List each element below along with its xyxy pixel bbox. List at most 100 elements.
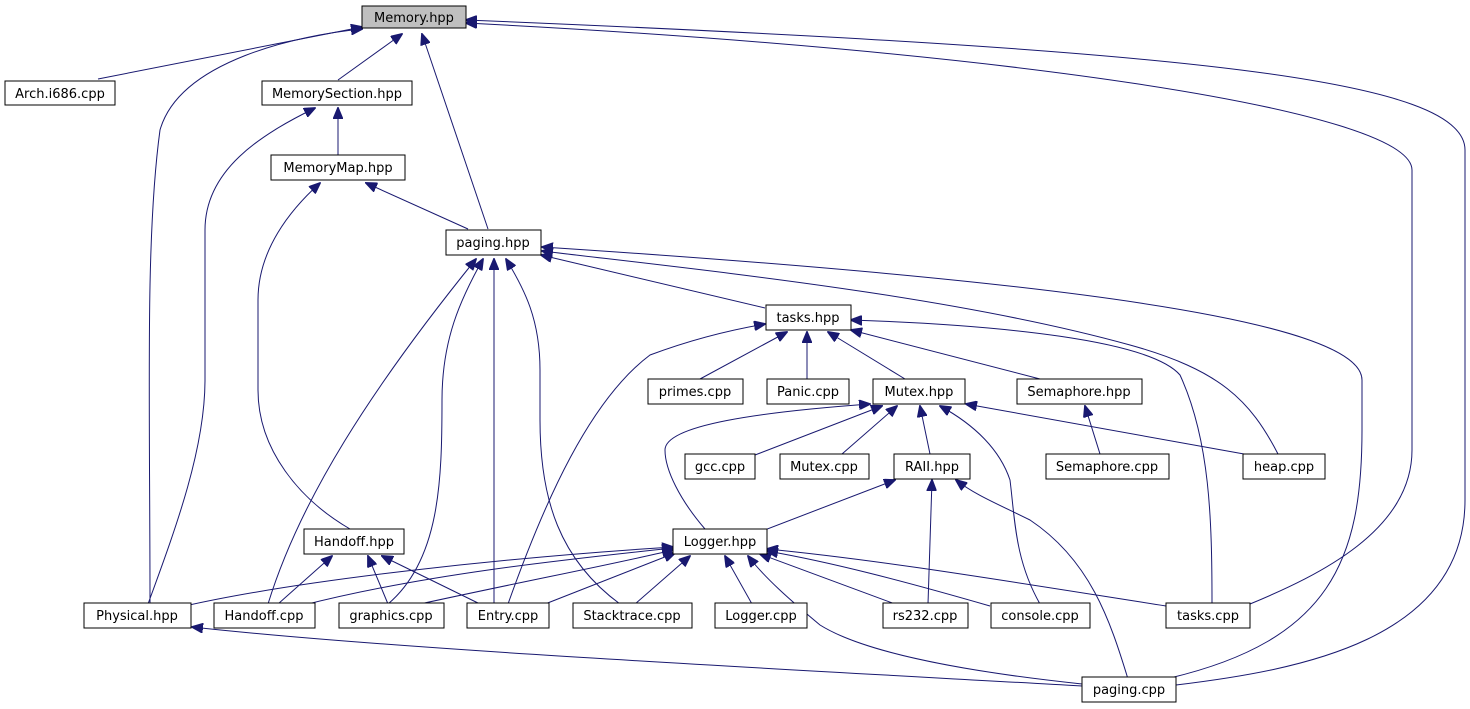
node-memorymap-hpp[interactable]: MemoryMap.hpp bbox=[270, 154, 406, 181]
edge-taskscpp-to-taskshpp bbox=[851, 320, 1213, 605]
edge-stacktrace-to-paginghpp bbox=[506, 259, 621, 605]
edge-pagingcpp-to-physical bbox=[192, 627, 1083, 687]
svg-text:graphics.cpp: graphics.cpp bbox=[349, 609, 432, 624]
node-heap-cpp[interactable]: heap.cpp bbox=[1242, 453, 1326, 480]
svg-text:heap.cpp: heap.cpp bbox=[1254, 460, 1314, 475]
node-gcc-cpp[interactable]: gcc.cpp bbox=[684, 453, 756, 480]
edge-pagingcpp-to-paginghpp bbox=[542, 247, 1363, 679]
svg-text:rs232.cpp: rs232.cpp bbox=[893, 609, 958, 624]
edge-entrycpp-to-handoffhpp bbox=[382, 556, 481, 605]
svg-text:paging.hpp: paging.hpp bbox=[456, 236, 529, 251]
svg-text:Stacktrace.cpp: Stacktrace.cpp bbox=[583, 609, 680, 624]
node-tasks-cpp[interactable]: tasks.cpp bbox=[1165, 602, 1251, 629]
edge-pagingcpp-to-raii bbox=[956, 480, 1129, 680]
svg-text:tasks.hpp: tasks.hpp bbox=[776, 311, 839, 326]
node-semaphore-cpp[interactable]: Semaphore.cpp bbox=[1045, 453, 1170, 480]
edge-pagingcpp-to-loggerhpp bbox=[748, 556, 1083, 685]
edge-taskscpp-to-memory bbox=[466, 23, 1413, 605]
svg-text:Logger.hpp: Logger.hpp bbox=[684, 535, 757, 550]
svg-text:RAII.hpp: RAII.hpp bbox=[905, 460, 959, 475]
edge-entrycpp-to-taskshpp bbox=[507, 324, 765, 605]
svg-text:Semaphore.cpp: Semaphore.cpp bbox=[1056, 460, 1158, 475]
svg-text:Memory.hpp: Memory.hpp bbox=[374, 11, 454, 26]
edge-graphicscpp-to-handoffhpp bbox=[368, 556, 389, 605]
edge-entrycpp-to-loggerhpp bbox=[539, 553, 675, 607]
edge-loggerhpp-to-mutexhpp bbox=[664, 404, 870, 530]
edge-physical-to-memorysection bbox=[147, 108, 315, 605]
svg-text:console.cpp: console.cpp bbox=[1001, 609, 1078, 624]
edge-physical-to-loggerhpp bbox=[184, 547, 673, 607]
svg-text:Mutex.hpp: Mutex.hpp bbox=[885, 385, 954, 400]
node-console-cpp[interactable]: console.cpp bbox=[990, 602, 1091, 629]
node-handoff-hpp[interactable]: Handoff.hpp bbox=[303, 528, 405, 555]
edges bbox=[97, 20, 1466, 687]
edge-handoffcpp-to-handoffhpp bbox=[277, 556, 332, 605]
edge-stacktrace-to-loggerhpp bbox=[634, 556, 690, 605]
svg-text:MemoryMap.hpp: MemoryMap.hpp bbox=[283, 161, 392, 176]
edge-arch-to-memory bbox=[97, 27, 362, 80]
node-memorysection-hpp[interactable]: MemorySection.hpp bbox=[261, 80, 413, 106]
node-raii-hpp[interactable]: RAII.hpp bbox=[893, 453, 971, 480]
edge-taskshpp-to-paginghpp bbox=[541, 255, 766, 309]
edge-physical-to-memory bbox=[148, 29, 362, 605]
node-paging-hpp[interactable]: paging.hpp bbox=[445, 229, 542, 256]
svg-text:Semaphore.hpp: Semaphore.hpp bbox=[1027, 385, 1130, 400]
node-paging-cpp[interactable]: paging.cpp bbox=[1081, 676, 1177, 703]
node-panic-cpp[interactable]: Panic.cpp bbox=[766, 378, 850, 405]
edge-loggerhpp-to-raii bbox=[761, 480, 895, 532]
node-memory-hpp[interactable]: Memory.hpp bbox=[361, 5, 467, 29]
node-arch-i686-cpp[interactable]: Arch.i686.cpp bbox=[4, 80, 116, 106]
edge-consolecpp-to-mutexhpp bbox=[940, 406, 1041, 605]
node-primes-cpp[interactable]: primes.cpp bbox=[647, 378, 744, 405]
svg-text:Mutex.cpp: Mutex.cpp bbox=[790, 460, 858, 475]
edge-semaphorehpp-to-taskshpp bbox=[851, 330, 1041, 380]
edge-loggercpp-to-loggerhpp bbox=[725, 556, 753, 605]
node-mutex-cpp[interactable]: Mutex.cpp bbox=[779, 453, 870, 480]
edge-gcc-to-mutexhpp bbox=[754, 406, 882, 456]
edge-handoffcpp-to-loggerhpp bbox=[299, 548, 673, 607]
edge-semaphorecpp-to-semaphorehpp bbox=[1085, 406, 1101, 455]
edge-graphicscpp-to-paginghpp bbox=[387, 259, 483, 605]
node-logger-cpp[interactable]: Logger.cpp bbox=[714, 602, 808, 629]
node-graphics-cpp[interactable]: graphics.cpp bbox=[338, 602, 445, 629]
svg-text:Arch.i686.cpp: Arch.i686.cpp bbox=[15, 87, 105, 102]
node-tasks-hpp[interactable]: tasks.hpp bbox=[765, 304, 852, 331]
node-rs232-cpp[interactable]: rs232.cpp bbox=[882, 602, 969, 629]
svg-text:Handoff.hpp: Handoff.hpp bbox=[314, 535, 394, 550]
edge-paginghpp-to-memorymap bbox=[366, 183, 469, 230]
node-physical-hpp[interactable]: Physical.hpp bbox=[83, 602, 192, 629]
node-stacktrace-cpp[interactable]: Stacktrace.cpp bbox=[572, 602, 693, 629]
edge-taskscpp-to-loggerhpp bbox=[767, 549, 1167, 607]
node-handoff-cpp[interactable]: Handoff.cpp bbox=[213, 602, 316, 629]
svg-text:tasks.cpp: tasks.cpp bbox=[1177, 609, 1239, 624]
edge-handoffhpp-to-memorymap bbox=[257, 183, 351, 530]
svg-text:Physical.hpp: Physical.hpp bbox=[96, 609, 178, 624]
edge-rs232-to-raii bbox=[928, 480, 932, 605]
edge-paginghpp-to-memory bbox=[422, 34, 489, 230]
svg-text:Handoff.cpp: Handoff.cpp bbox=[225, 609, 304, 624]
svg-text:Panic.cpp: Panic.cpp bbox=[777, 385, 839, 400]
svg-text:gcc.cpp: gcc.cpp bbox=[695, 460, 745, 475]
svg-text:paging.cpp: paging.cpp bbox=[1093, 683, 1165, 698]
edge-primes-to-taskshpp bbox=[699, 332, 787, 380]
edge-raii-to-mutexhpp bbox=[920, 406, 931, 455]
edge-rs232-to-loggerhpp bbox=[760, 554, 896, 605]
node-logger-hpp[interactable]: Logger.hpp bbox=[672, 528, 768, 555]
node-entry-cpp[interactable]: Entry.cpp bbox=[466, 602, 550, 629]
svg-text:MemorySection.hpp: MemorySection.hpp bbox=[272, 87, 402, 102]
edge-heapcpp-to-paginghpp bbox=[542, 251, 1279, 455]
edge-pagingcpp-to-memory bbox=[466, 20, 1466, 686]
edge-handoffcpp-to-paginghpp bbox=[267, 259, 476, 605]
nodes: Memory.hpp Arch.i686.cpp MemorySection.h… bbox=[4, 5, 1326, 703]
node-semaphore-hpp[interactable]: Semaphore.hpp bbox=[1016, 378, 1143, 405]
edge-consolecpp-to-loggerhpp bbox=[767, 551, 991, 607]
svg-text:Entry.cpp: Entry.cpp bbox=[478, 609, 539, 624]
edge-mutexhpp-to-taskshpp bbox=[828, 332, 906, 380]
edge-graphicscpp-to-loggerhpp bbox=[419, 550, 673, 605]
edge-memorysection-to-memory bbox=[337, 34, 402, 81]
edge-mutexcpp-to-mutexhpp bbox=[841, 406, 897, 455]
svg-text:Logger.cpp: Logger.cpp bbox=[725, 609, 796, 624]
node-mutex-hpp[interactable]: Mutex.hpp bbox=[872, 378, 966, 405]
edge-heapcpp-to-mutexhpp bbox=[966, 404, 1245, 455]
